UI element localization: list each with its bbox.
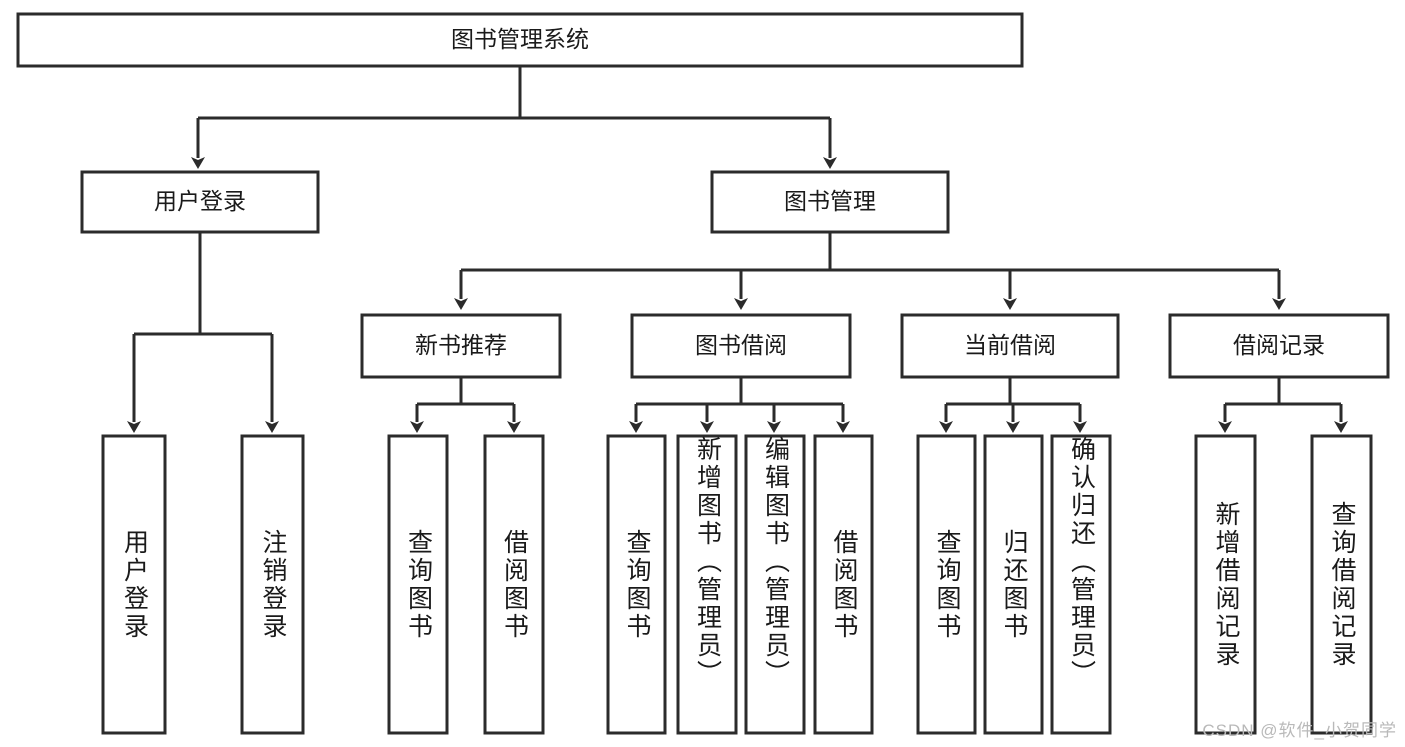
leaf-borrow-book-recommend-label: 借阅图书 <box>500 528 529 641</box>
node-new-book-recommend[interactable]: 新书推荐 <box>360 313 562 379</box>
node-book-borrow-label: 图书借阅 <box>695 332 787 358</box>
leaf-logout-label: 注销登录 <box>259 528 287 641</box>
connector-current-to-children <box>939 377 1087 433</box>
leaf-query-book-borrow-label: 查询图书 <box>623 528 651 641</box>
connector-newbook-to-children <box>410 377 521 433</box>
node-book-management[interactable]: 图书管理 <box>710 170 950 234</box>
connector-record-to-children <box>1218 377 1348 433</box>
leaf-box-user-login <box>101 434 167 735</box>
leaf-add-borrow-record[interactable]: 新增借阅记录 <box>1196 436 1255 733</box>
leaf-query-book-recommend[interactable]: 查询图书 <box>389 436 447 733</box>
leaf-add-book[interactable]: 新增图书（管理员） <box>678 436 736 733</box>
node-borrow-record-label: 借阅记录 <box>1233 332 1325 358</box>
leaf-user-login-label: 用户登录 <box>120 528 149 641</box>
leaf-return-book-label: 归还图书 <box>1000 528 1028 641</box>
node-current-borrow-label: 当前借阅 <box>964 332 1056 358</box>
leaf-box-logout <box>240 434 305 735</box>
leaf-query-book-current-label: 查询图书 <box>933 528 961 641</box>
leaf-box-borrow-book-2 <box>813 434 874 735</box>
leaf-box-add-record <box>1194 434 1257 735</box>
node-current-borrow[interactable]: 当前借阅 <box>900 313 1120 379</box>
connector-borrow-to-children <box>629 377 850 433</box>
watermark: CSDN @软件_小贺同学 <box>1202 721 1397 740</box>
leaf-box-edit-book <box>744 434 806 735</box>
leaf-logout[interactable]: 注销登录 <box>242 436 303 733</box>
node-book-management-label: 图书管理 <box>784 188 876 214</box>
leaf-borrow-book-label: 借阅图书 <box>830 528 858 641</box>
node-borrow-record[interactable]: 借阅记录 <box>1168 313 1390 379</box>
connector-root-to-level1 <box>191 66 837 169</box>
leaf-edit-book[interactable]: 编辑图书（管理员） <box>746 436 804 733</box>
leaf-box-add-book <box>676 434 738 735</box>
node-root[interactable]: 图书管理系统 <box>16 12 1024 68</box>
leaf-confirm-return-label: 确认归还（管理员） <box>1067 436 1096 688</box>
leaf-query-book-recommend-label: 查询图书 <box>404 528 433 641</box>
leaf-add-borrow-record-label: 新增借阅记录 <box>1212 500 1240 669</box>
leaf-query-borrow-record[interactable]: 查询借阅记录 <box>1312 436 1371 733</box>
node-book-borrow[interactable]: 图书借阅 <box>630 313 852 379</box>
leaf-borrow-book-recommend[interactable]: 借阅图书 <box>485 436 543 733</box>
leaf-user-login[interactable]: 用户登录 <box>103 436 165 733</box>
leaf-confirm-return[interactable]: 确认归还（管理员） <box>1052 436 1110 733</box>
leaf-box-confirm-return <box>1050 434 1112 735</box>
leaf-box-query-book-3 <box>916 434 977 735</box>
node-root-label: 图书管理系统 <box>451 26 589 52</box>
leaf-add-book-label: 新增图书（管理员） <box>693 436 722 688</box>
connector-userlogin-to-children <box>127 232 279 433</box>
node-user-login-label: 用户登录 <box>154 188 246 214</box>
leaf-return-book[interactable]: 归还图书 <box>985 436 1042 733</box>
leaf-box-return-book <box>983 434 1044 735</box>
leaf-box-query-book-1 <box>387 434 449 735</box>
leaf-query-borrow-record-label: 查询借阅记录 <box>1328 500 1356 669</box>
leaf-borrow-book[interactable]: 借阅图书 <box>815 436 872 733</box>
leaf-box-borrow-book-1 <box>483 434 545 735</box>
leaf-query-book-current[interactable]: 查询图书 <box>918 436 975 733</box>
leaf-boxes <box>101 434 1373 735</box>
node-new-book-recommend-label: 新书推荐 <box>415 332 507 358</box>
leaf-box-query-record <box>1310 434 1373 735</box>
connector-bookmgmt-to-level2 <box>454 232 1286 310</box>
leaf-box-query-book-2 <box>606 434 667 735</box>
leaf-edit-book-label: 编辑图书（管理员） <box>761 436 790 688</box>
node-user-login[interactable]: 用户登录 <box>80 170 320 234</box>
leaf-query-book-borrow[interactable]: 查询图书 <box>608 436 665 733</box>
